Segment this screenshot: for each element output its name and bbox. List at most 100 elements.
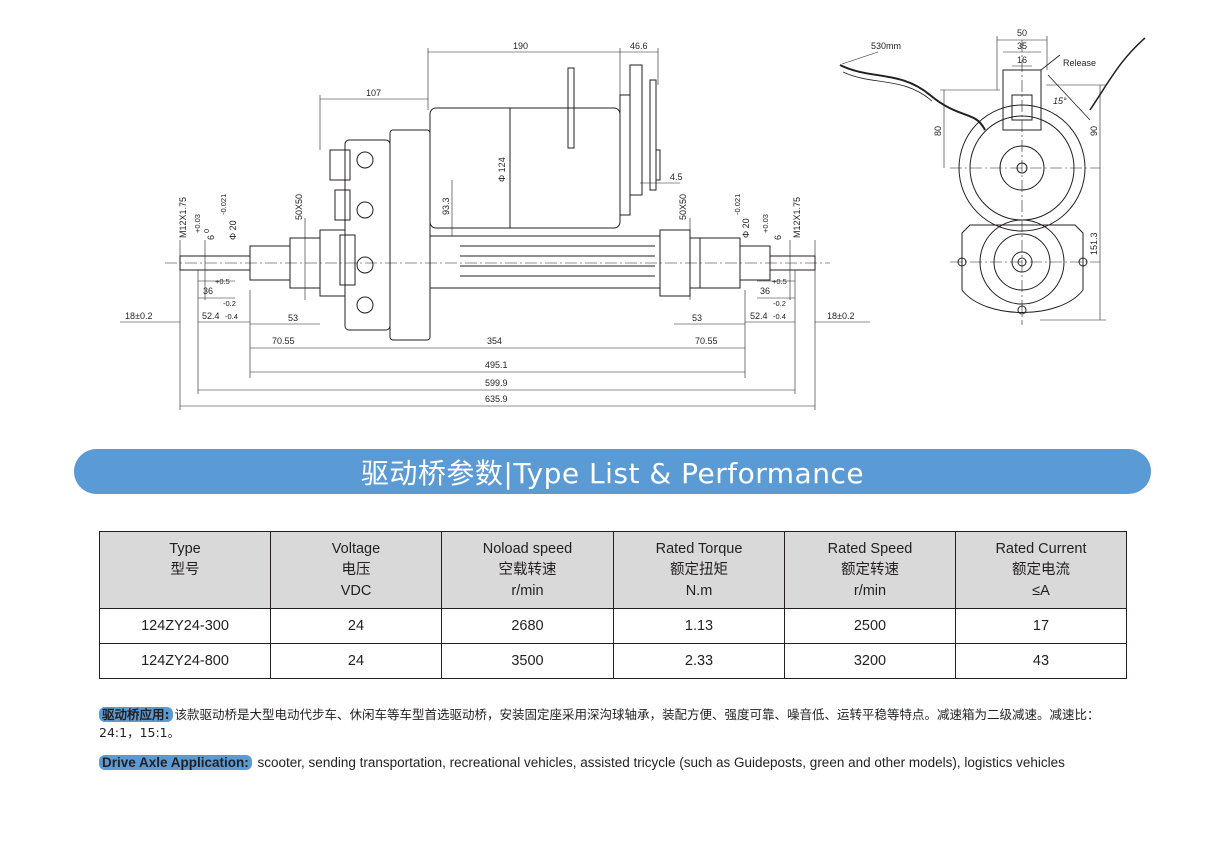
banner-title: 驱动桥参数|Type List & Performance — [360, 456, 865, 490]
tol-021-right: -0.021 — [733, 194, 742, 215]
dim-phi20-left: Φ 20 — [228, 220, 238, 240]
note-tag-en: Drive Axle Application: — [99, 755, 252, 770]
header-unit: VDC — [340, 582, 372, 599]
tol-003-left: +0.03 — [193, 214, 202, 233]
header-en: Rated Torque — [655, 540, 743, 557]
dim-635: 635.9 — [485, 394, 508, 404]
header-en: Voltage — [331, 540, 381, 557]
dim-50x50-left: 50X50 — [294, 194, 304, 220]
cell-rated-torque: 2.33 — [613, 643, 785, 679]
note-text-cn: 该款驱动桥是大型电动代步车、休闲车等车型首选驱动桥，安装固定座采用深沟球轴承，装… — [99, 707, 1100, 740]
drive-axle-drawing: 190 46.6 107 Φ 124 93.3 4.5 50X50 50X50 … — [120, 28, 1146, 410]
application-note-cn: 驱动桥应用:该款驱动桥是大型电动代步车、休闲车等车型首选驱动桥，安装固定座采用深… — [99, 706, 1129, 742]
header-unit: N.m — [685, 582, 713, 599]
dim-m12-right: M12X1.75 — [792, 197, 802, 238]
cell-rated-current: 43 — [955, 643, 1127, 679]
tol-021-left: -0.021 — [219, 194, 228, 215]
side-view-labels: 530mm 50 35 16 Release 15° 80 90 151.3 — [871, 28, 1099, 255]
dim-151: 151.3 — [1089, 232, 1099, 255]
table-header-row: Type 型号 Voltage 电压 VDC Noload speed 空载转速… — [99, 531, 1127, 609]
axle-front-view — [165, 64, 830, 341]
dim-m12-left: M12X1.75 — [178, 197, 188, 238]
front-view-labels: 190 46.6 107 Φ 124 93.3 4.5 50X50 50X50 … — [125, 41, 854, 404]
dim-6-left: 6 — [206, 235, 216, 240]
header-noload-speed: Noload speed 空载转速 r/min — [441, 531, 614, 609]
dim-36-left: 36 — [203, 286, 213, 296]
dim-90: 90 — [1089, 126, 1099, 136]
technical-drawing: 190 46.6 107 Φ 124 93.3 4.5 50X50 50X50 … — [120, 28, 1146, 410]
cell-noload-speed: 2680 — [441, 608, 614, 644]
dim-18-right: 18±0.2 — [827, 311, 854, 321]
application-note-en: Drive Axle Application: scooter, sending… — [99, 754, 1129, 772]
dim-124: Φ 124 — [497, 157, 507, 182]
header-en: Rated Speed — [827, 540, 913, 557]
dim-190: 190 — [513, 41, 528, 51]
side-view — [839, 37, 1146, 325]
cell-voltage: 24 — [270, 608, 442, 644]
tol-05-right: +0.5 — [772, 277, 787, 286]
note-text-en: scooter, sending transportation, recreat… — [253, 755, 1065, 770]
dim-70-left: 70.55 — [272, 336, 295, 346]
header-en: Noload speed — [482, 540, 573, 557]
header-en: Rated Current — [995, 540, 1087, 557]
header-rated-current: Rated Current 额定电流 ≤A — [955, 531, 1127, 609]
tol-003-right: +0.03 — [761, 214, 770, 233]
tol-05-left: +0.5 — [215, 277, 230, 286]
cell-type: 124ZY24-300 — [99, 608, 271, 644]
dim-495: 495.1 — [485, 360, 508, 370]
dim-46-6: 46.6 — [630, 41, 648, 51]
table-row: 124ZY24-300 24 2680 1.13 2500 17 — [99, 608, 1127, 644]
dim-50x50-right: 50X50 — [678, 194, 688, 220]
dim-80: 80 — [933, 126, 943, 136]
dim-52-left: 52.4 — [202, 311, 220, 321]
dim-18-left: 18±0.2 — [125, 311, 152, 321]
header-voltage: Voltage 电压 VDC — [270, 531, 442, 609]
header-unit: r/min — [511, 582, 544, 599]
header-cn: 空载转速 — [498, 561, 557, 578]
note-tag-cn: 驱动桥应用: — [99, 707, 173, 722]
side-view-dimensions — [940, 36, 1106, 321]
tol-04-right: -0.4 — [773, 312, 786, 321]
dim-599: 599.9 — [485, 378, 508, 388]
tol-02-right: -0.2 — [773, 299, 786, 308]
section-banner: 驱动桥参数|Type List & Performance — [74, 449, 1151, 494]
dim-15deg: 15° — [1053, 96, 1067, 106]
tol-02-left: -0.2 — [223, 299, 236, 308]
dim-6-right: 6 — [773, 235, 783, 240]
cell-rated-current: 17 — [955, 608, 1127, 644]
dim-70-right: 70.55 — [695, 336, 718, 346]
dim-53-right: 53 — [692, 313, 702, 323]
table-row: 124ZY24-800 24 3500 2.33 3200 43 — [99, 643, 1127, 679]
header-rated-speed: Rated Speed 额定转速 r/min — [784, 531, 956, 609]
header-type: Type 型号 — [99, 531, 271, 609]
dim-107: 107 — [366, 88, 381, 98]
dim-354: 354 — [487, 336, 502, 346]
cell-rated-speed: 2500 — [784, 608, 956, 644]
dim-52-right: 52.4 — [750, 311, 768, 321]
dim-phi20-right: Φ 20 — [741, 218, 751, 238]
dim-53-left: 53 — [288, 313, 298, 323]
cell-noload-speed: 3500 — [441, 643, 614, 679]
cell-rated-torque: 1.13 — [613, 608, 785, 644]
header-en: Type — [169, 540, 201, 557]
dim-93-3: 93.3 — [441, 197, 451, 215]
header-cn: 电压 — [341, 561, 371, 578]
tol-0-left: 0 — [202, 229, 211, 233]
header-cn: 型号 — [170, 561, 200, 578]
dim-36-right: 36 — [760, 286, 770, 296]
dim-4-5: 4.5 — [670, 172, 683, 182]
dim-35: 35 — [1017, 41, 1027, 51]
front-view-dimensions — [120, 48, 870, 410]
header-rated-torque: Rated Torque 额定扭矩 N.m — [613, 531, 785, 609]
header-unit: ≤A — [1032, 582, 1050, 599]
cell-rated-speed: 3200 — [784, 643, 956, 679]
cell-type: 124ZY24-800 — [99, 643, 271, 679]
header-cn: 额定电流 — [1012, 561, 1070, 578]
release-label: Release — [1063, 58, 1096, 68]
header-cn: 额定扭矩 — [670, 561, 728, 578]
spec-table: Type 型号 Voltage 电压 VDC Noload speed 空载转速… — [99, 531, 1127, 679]
dim-50: 50 — [1017, 28, 1027, 38]
header-unit: r/min — [853, 582, 887, 599]
header-unit — [100, 581, 270, 602]
dim-530mm: 530mm — [871, 41, 901, 51]
